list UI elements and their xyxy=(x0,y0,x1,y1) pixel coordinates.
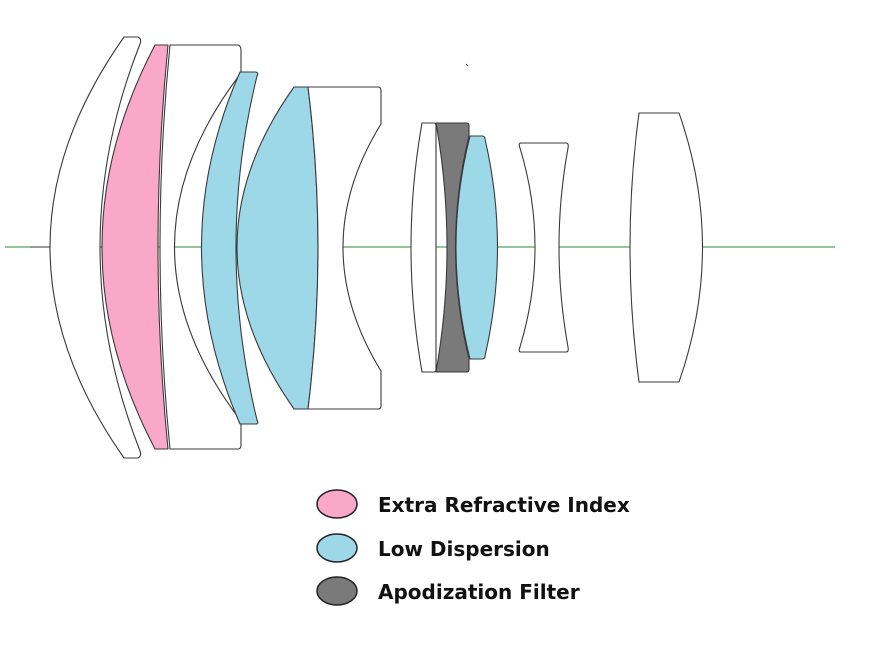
stray-mark xyxy=(465,63,469,67)
legend-swatch-apodization xyxy=(316,576,358,606)
lens-element-8-apodization-filter xyxy=(435,122,470,373)
lens-element-11 xyxy=(629,112,703,383)
lens-element-5-low-dispersion xyxy=(236,86,319,410)
lens-element-4-low-dispersion xyxy=(200,71,259,425)
legend-label-low-dispersion: Low Dispersion xyxy=(378,537,550,561)
legend-item-extra-refractive: Extra Refractive Index xyxy=(316,489,630,519)
lens-element-10 xyxy=(518,142,569,353)
legend-swatch-low-dispersion xyxy=(316,533,358,563)
legend-label-extra-refractive: Extra Refractive Index xyxy=(378,493,630,517)
lens-element-1 xyxy=(49,36,142,459)
lens-element-2-extra-refractive xyxy=(101,44,169,450)
legend-label-apodization: Apodization Filter xyxy=(378,580,580,604)
lens-element-6 xyxy=(307,86,382,410)
legend-item-apodization: Apodization Filter xyxy=(316,576,580,606)
legend: Extra Refractive Index Low Dispersion Ap… xyxy=(316,489,630,606)
lens-element-7 xyxy=(410,122,437,373)
legend-item-low-dispersion: Low Dispersion xyxy=(316,533,550,563)
legend-swatch-extra-refractive xyxy=(316,489,358,519)
lens-element-9-low-dispersion xyxy=(455,135,498,360)
